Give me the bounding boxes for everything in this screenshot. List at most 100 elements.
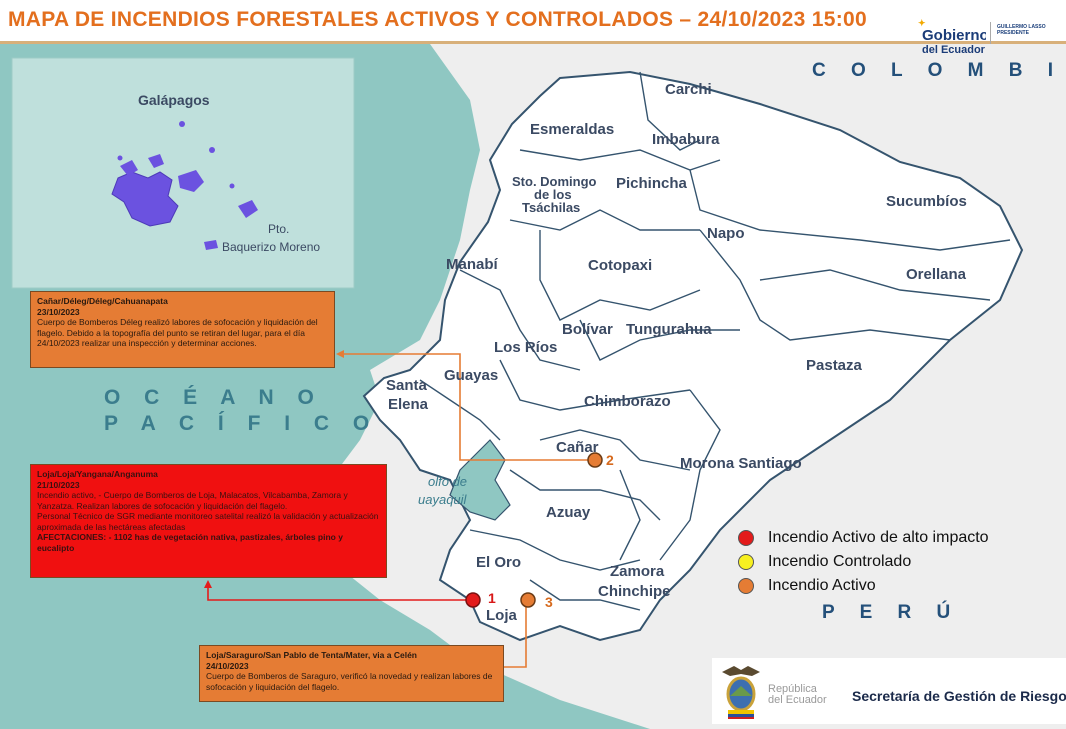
fire-marker-1[interactable] bbox=[465, 592, 481, 608]
ecuador-map[interactable] bbox=[0, 44, 1066, 729]
galapagos-inset bbox=[11, 57, 355, 289]
province-morona-santiago: Morona Santiago bbox=[680, 455, 802, 472]
connector-incident-3 bbox=[504, 600, 527, 668]
legend-label: Incendio Activo de alto impacto bbox=[768, 529, 989, 546]
ocean-label-line1: O C É A N O bbox=[104, 386, 323, 409]
province-manabi: Manabí bbox=[446, 256, 498, 273]
san-cristobal-island bbox=[238, 200, 258, 218]
port-label-line1: Pto. bbox=[268, 222, 290, 236]
islet bbox=[179, 121, 185, 127]
province-boundaries bbox=[419, 71, 1011, 611]
legend-label: Incendio Controlado bbox=[768, 553, 912, 570]
incident-box-yangana[interactable]: Loja/Loja/Yangana/Anganuma 21/10/2023 In… bbox=[30, 464, 387, 578]
province-el-oro: El Oro bbox=[476, 554, 522, 571]
republica-line1: República bbox=[768, 683, 817, 695]
province-los-rios: Los Ríos bbox=[494, 339, 558, 356]
map-legend: Incendio Activo de alto impacto Incendio… bbox=[738, 526, 1066, 598]
province-guayas: Guayas bbox=[444, 367, 499, 384]
province-zamora-1: Zamora bbox=[610, 563, 665, 580]
province-loja: Loja bbox=[486, 607, 517, 624]
incident-date: 24/10/2023 bbox=[206, 660, 249, 671]
espanola-island bbox=[204, 240, 218, 250]
legend-dot-yellow bbox=[738, 554, 754, 570]
presidente-label: GUILLERMO LASSO PRESIDENTE bbox=[997, 24, 1059, 36]
colombia-label: C O L O M B I A bbox=[812, 60, 1066, 81]
legend-label: Incendio Activo bbox=[768, 577, 876, 594]
svg-text:✦: ✦ bbox=[918, 18, 926, 28]
province-bolivar: Bolívar bbox=[562, 321, 613, 338]
incident-body: Cuerpo de Bomberos Déleg realizó labores… bbox=[37, 317, 318, 348]
province-tungurahua: Tungurahua bbox=[626, 321, 712, 338]
islet bbox=[229, 183, 235, 189]
secretaria-label: Secretaría de Gestión de Riesgos bbox=[852, 688, 1066, 704]
islet bbox=[209, 147, 215, 153]
province-esmeraldas: Esmeraldas bbox=[530, 121, 615, 138]
santiago-island bbox=[148, 154, 164, 168]
republica-line2: del Ecuador bbox=[768, 694, 827, 706]
incident-body: Incendio activo, - Cuerpo de Bomberos de… bbox=[37, 490, 348, 511]
province-sto-domingo-2: de los bbox=[534, 187, 572, 202]
province-sto-domingo-3: Tsáchilas bbox=[522, 200, 581, 215]
arrowhead-incident-1 bbox=[204, 580, 212, 588]
legend-item-alto-impacto: Incendio Activo de alto impacto bbox=[738, 526, 1066, 550]
connector-incident-2 bbox=[342, 353, 592, 461]
incident-date: 23/10/2023 bbox=[37, 306, 80, 317]
incident-title: Loja/Saraguro/San Pablo de Tenta/Mater, … bbox=[206, 650, 417, 660]
legend-item-activo: Incendio Activo bbox=[738, 574, 1066, 598]
gobierno-logo: ✦ Gobierno del Ecuador bbox=[918, 18, 986, 56]
province-carchi: Carchi bbox=[665, 81, 712, 98]
isabela-island bbox=[111, 171, 179, 227]
santa-cruz-island bbox=[178, 170, 204, 192]
arrowhead-incident-2 bbox=[336, 350, 344, 358]
logo-separator bbox=[990, 22, 991, 44]
incident-body: Cuerpo de Bomberos de Saraguro, verificó… bbox=[206, 671, 493, 692]
province-imbabura: Imbabura bbox=[652, 131, 720, 148]
fire-marker-3[interactable] bbox=[520, 592, 536, 608]
incident-title: Cañar/Déleg/Déleg/Cahuanapata bbox=[37, 296, 168, 306]
title-underline bbox=[0, 41, 1066, 44]
republica-label: República del Ecuador bbox=[768, 684, 827, 706]
connector-lines bbox=[207, 353, 592, 668]
province-santa-elena-1: Santa bbox=[386, 377, 427, 394]
province-zamora-2: Chinchipe bbox=[598, 583, 671, 600]
peru-label: P E R Ú bbox=[822, 602, 961, 623]
incident-title: Loja/Loja/Yangana/Anganuma bbox=[37, 469, 158, 479]
fire-marker-2[interactable] bbox=[587, 452, 603, 468]
incident-box-canar[interactable]: Cañar/Déleg/Déleg/Cahuanapata 23/10/2023… bbox=[30, 291, 335, 368]
province-sto-domingo-1: Sto. Domingo bbox=[512, 174, 597, 189]
province-chimborazo: Chimborazo bbox=[584, 393, 671, 410]
coat-of-arms-icon bbox=[722, 666, 760, 719]
province-orellana: Orellana bbox=[906, 266, 967, 283]
page-title: MAPA DE INCENDIOS FORESTALES ACTIVOS Y C… bbox=[8, 8, 867, 31]
province-pastaza: Pastaza bbox=[806, 357, 862, 374]
connector-incident-1 bbox=[207, 586, 472, 601]
marker-1-label: 1 bbox=[488, 590, 496, 606]
incident-date: 21/10/2023 bbox=[37, 479, 80, 490]
gulf-label-line2: uayaquil bbox=[418, 492, 467, 507]
legend-dot-red bbox=[738, 530, 754, 546]
incident-afectaciones: AFECTACIONES: - 1102 has de vegetación n… bbox=[37, 532, 343, 553]
legend-item-controlado: Incendio Controlado bbox=[738, 550, 1066, 574]
ocean-label-line2: P A C Í F I C O bbox=[104, 412, 379, 435]
gobierno-line2: del Ecuador bbox=[922, 44, 986, 56]
province-sucumbios: Sucumbíos bbox=[886, 193, 967, 210]
marker-2-label: 2 bbox=[606, 452, 614, 468]
islet bbox=[117, 155, 123, 161]
incident-body-2: Personal Técnico de SGR mediante monitor… bbox=[37, 511, 379, 532]
gulf-label-line1: olfo de bbox=[428, 474, 468, 489]
footer-panel bbox=[712, 658, 1066, 724]
presidente-name: GUILLERMO LASSO bbox=[997, 24, 1046, 30]
ecuador-mainland bbox=[362, 70, 1024, 642]
province-azuay: Azuay bbox=[546, 504, 591, 521]
presidente-title: PRESIDENTE bbox=[997, 30, 1029, 36]
fernandina-island bbox=[120, 160, 138, 176]
province-napo: Napo bbox=[707, 225, 745, 242]
gobierno-line1: Gobierno bbox=[922, 27, 986, 44]
province-canar: Cañar bbox=[556, 439, 599, 456]
marker-3-label: 3 bbox=[545, 594, 553, 610]
header-bar: MAPA DE INCENDIOS FORESTALES ACTIVOS Y C… bbox=[0, 0, 1066, 42]
legend-dot-orange bbox=[738, 578, 754, 594]
province-santa-elena-2: Elena bbox=[388, 396, 429, 413]
incident-box-saraguro[interactable]: Loja/Saraguro/San Pablo de Tenta/Mater, … bbox=[199, 645, 504, 702]
province-pichincha: Pichincha bbox=[616, 175, 687, 192]
